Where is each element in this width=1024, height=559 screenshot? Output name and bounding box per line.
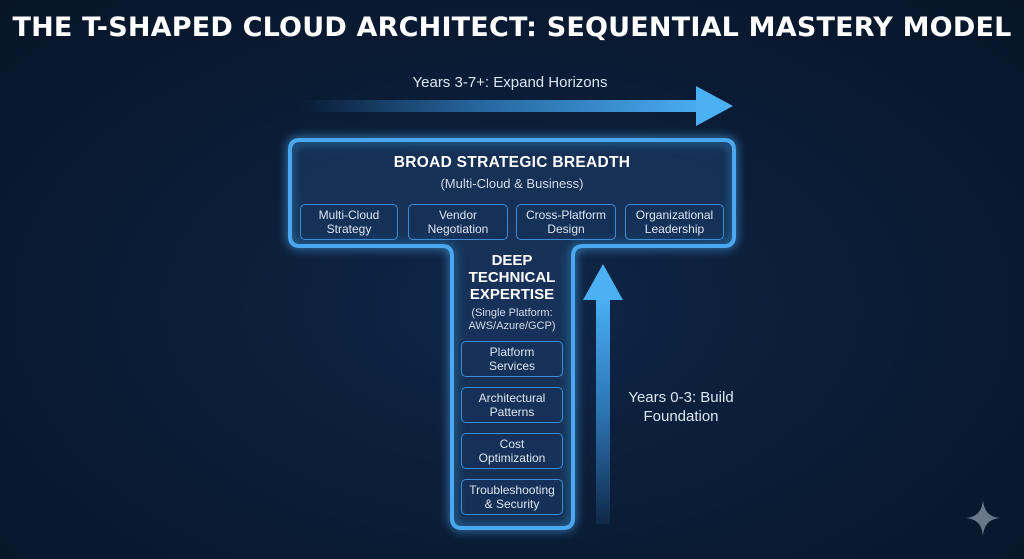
breadth-heading: BROAD STRATEGIC BREADTH (393, 154, 631, 171)
top-arrow-label: Years 3-7+: Expand Horizons (412, 74, 608, 91)
depth-subheading: (Single Platform: AWS/Azure/GCP) (468, 307, 556, 332)
depth-item-troubleshooting: Troubleshooting & Security (461, 479, 563, 515)
breadth-subheading: (Multi-Cloud & Business) (440, 176, 584, 191)
horizontal-arrow (300, 86, 733, 126)
depth-item-platform-services: Platform Services (461, 341, 563, 377)
breadth-item-multi-cloud: Multi-Cloud Strategy (300, 204, 398, 240)
side-arrow-label: Years 0-3: Build Foundation (628, 389, 734, 425)
sparkle-icon (966, 500, 1000, 536)
breadth-item-leadership: Organizational Leadership (625, 204, 724, 240)
page-title: THE T-SHAPED CLOUD ARCHITECT: SEQUENTIAL… (12, 12, 1012, 43)
depth-item-architectural-patterns: Architectural Patterns (461, 387, 563, 423)
breadth-item-vendor: Vendor Negotiation (408, 204, 508, 240)
breadth-item-cross-platform: Cross-Platform Design (516, 204, 616, 240)
t-shape-outline (288, 138, 736, 530)
depth-item-cost-optimization: Cost Optimization (461, 433, 563, 469)
vertical-arrow (583, 264, 623, 524)
depth-heading: DEEP TECHNICAL EXPERTISE (468, 252, 556, 303)
